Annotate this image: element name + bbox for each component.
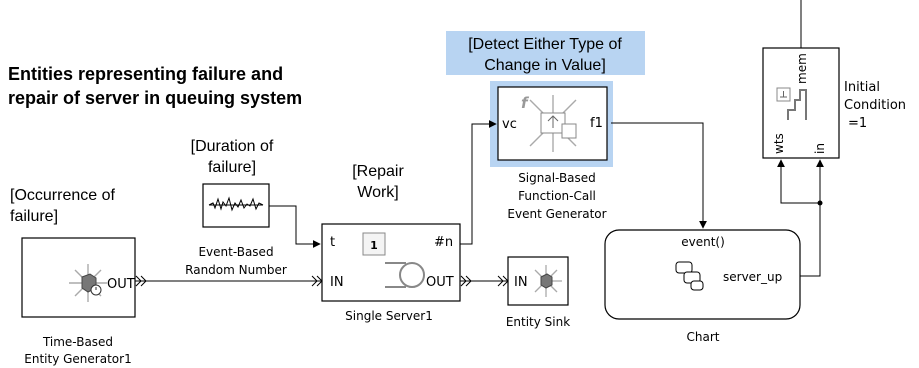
signal-based-event-generator-block[interactable]: f vc f1: [490, 81, 613, 167]
ic-port-in: in: [813, 143, 827, 154]
server-port-out: OUT: [426, 275, 454, 290]
initial-condition-block[interactable]: wts in mem: [762, 47, 840, 159]
connection-lines: [135, 0, 824, 282]
server-port-in: IN: [330, 275, 344, 290]
random-num-name-line-2: Random Number: [185, 263, 287, 277]
entity-sink-block[interactable]: IN: [507, 256, 569, 306]
chart-port-server-up: server_up: [723, 270, 782, 284]
ic-port-mem: mem: [795, 53, 809, 84]
server-capacity-box: [362, 232, 386, 256]
server-queue-icon: [385, 262, 406, 288]
annotation-ic-line-3: =1: [848, 116, 867, 131]
time-based-entity-generator-block[interactable]: OUT: [21, 237, 136, 318]
title-line-2: repair of server in queuing system: [8, 88, 302, 108]
annotation-detect-line-2: Change in Value]: [484, 57, 606, 74]
sink-port-in: IN: [514, 275, 528, 290]
event-generator-icon: [529, 95, 577, 152]
random-signal-icon: [208, 196, 264, 212]
server-port-t: t: [330, 235, 335, 250]
chart-block[interactable]: event() server_up: [604, 229, 801, 320]
chart-event-label: event(): [681, 235, 725, 249]
server-port-n: #n: [434, 235, 453, 250]
event-gen-name-line-2: Function-Call: [518, 189, 596, 203]
annotation-detect-line-1: [Detect Either Type of: [468, 36, 622, 53]
event-gen-port-vc: vc: [502, 117, 517, 132]
server-name: Single Server1: [345, 309, 433, 323]
stateflow-chart-icon: [675, 261, 704, 291]
annotation-duration-line-2: failure]: [208, 159, 256, 176]
event-gen-name-line-1: Signal-Based: [518, 171, 596, 185]
single-server-block[interactable]: 1 t #n IN OUT: [321, 223, 461, 302]
annotation-detect-highlight: [446, 31, 645, 75]
time-gen-port-out: OUT: [107, 277, 135, 292]
annotation-occurrence-line-1: [Occurrence of: [10, 187, 115, 204]
branch-point: [817, 200, 823, 206]
time-gen-name-line-2: Entity Generator1: [24, 352, 131, 366]
annotation-ic-line-1: Initial: [844, 80, 880, 95]
server-capacity-label: 1: [370, 239, 378, 252]
ic-port-wts: wts: [772, 133, 786, 154]
event-gen-icon-f: f: [521, 94, 530, 112]
sink-name: Entity Sink: [506, 315, 570, 329]
annotation-repair-line-2: Work]: [357, 184, 398, 201]
entity-sink-icon: [534, 265, 562, 297]
event-gen-name-line-3: Event Generator: [507, 207, 606, 221]
chart-name: Chart: [687, 330, 720, 344]
time-gen-name-line-1: Time-Based: [42, 335, 113, 349]
annotation-repair-line-1: [Repair: [352, 163, 404, 180]
title-line-1: Entities representing failure and: [8, 64, 283, 84]
event-gen-port-f1: f1: [590, 116, 603, 131]
event-based-random-number-block[interactable]: [202, 183, 270, 228]
entity-port-markers: [135, 275, 509, 287]
random-num-name-line-1: Event-Based: [198, 245, 273, 259]
annotation-ic-line-2: Condition: [844, 98, 906, 113]
entity-generator-icon: [69, 264, 107, 302]
annotation-duration-line-1: [Duration of: [191, 138, 274, 155]
annotation-occurrence-line-2: failure]: [10, 208, 58, 225]
ic-step-icon: [787, 89, 807, 120]
